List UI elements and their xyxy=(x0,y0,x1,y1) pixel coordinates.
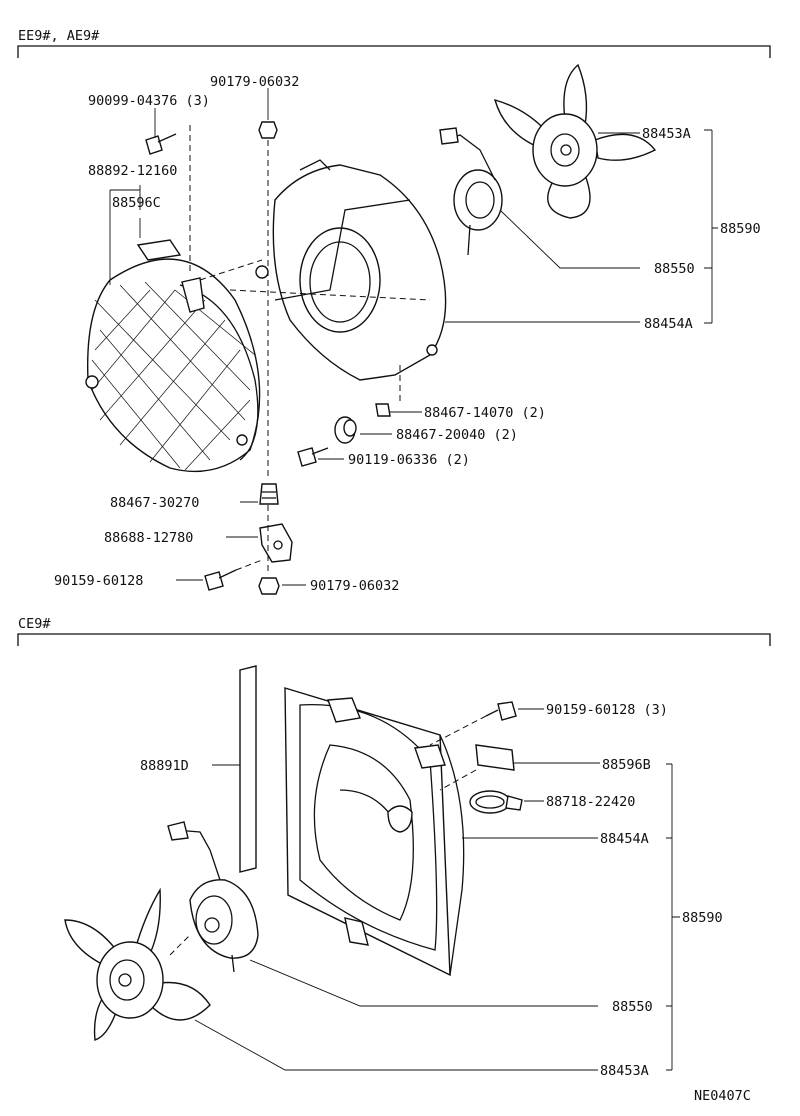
nut-90179-top-drawing xyxy=(258,121,278,139)
seal-strip-drawing xyxy=(239,665,257,873)
label-88454a-bottom: 88454A xyxy=(600,831,649,847)
label-88596c: 88596C xyxy=(112,195,161,211)
bolt-90099-drawing xyxy=(145,133,177,155)
leader-lines-bottom xyxy=(194,708,680,1071)
clamp-drawing xyxy=(469,790,523,814)
label-88467-30270: 88467-30270 xyxy=(110,495,199,511)
label-88453a-top: 88453A xyxy=(642,126,691,142)
label-88453a-bottom: 88453A xyxy=(600,1063,649,1079)
label-88892-12160: 88892-12160 xyxy=(88,163,177,179)
nut-90179-bottom-drawing xyxy=(258,577,280,595)
label-90179-06032-bottom: 90179-06032 xyxy=(310,578,399,594)
label-88550-top: 88550 xyxy=(654,261,695,277)
section-title-bottom: CE9# xyxy=(18,616,51,632)
motor-top-drawing xyxy=(439,127,503,256)
label-88891d: 88891D xyxy=(140,758,189,774)
section-title-top: EE9#, AE9# xyxy=(18,28,100,44)
label-90119-06336: 90119-06336 (2) xyxy=(348,452,470,468)
assembly-lines-bottom xyxy=(169,715,487,956)
label-88467-20040: 88467-20040 (2) xyxy=(396,427,518,443)
label-88550-bottom: 88550 xyxy=(612,999,653,1015)
section-bracket-top xyxy=(17,45,771,58)
label-90159-60128-bottom: 90159-60128 (3) xyxy=(546,702,668,718)
fan-guard-drawing xyxy=(85,258,261,473)
section-bracket-bottom xyxy=(17,633,771,646)
leader-lines-top xyxy=(109,88,718,586)
label-88467-14070: 88467-14070 (2) xyxy=(424,405,546,421)
decal-88596b-drawing xyxy=(475,744,515,771)
decal-88596c-drawing xyxy=(136,239,182,261)
bolt-88467-14070-drawing xyxy=(375,403,391,417)
assembly-lines-top xyxy=(189,125,431,575)
shroud-bottom-drawing xyxy=(284,687,465,977)
bolt-90159-top-drawing xyxy=(204,569,237,591)
label-88590-bottom: 88590 xyxy=(682,910,723,926)
fan-top-drawing xyxy=(493,63,657,219)
bracket-88688-drawing xyxy=(259,523,293,563)
label-90099-04376: 90099-04376 (3) xyxy=(88,93,210,109)
label-88718-22420: 88718-22420 xyxy=(546,794,635,810)
grommet-88467-20040-drawing xyxy=(334,416,357,444)
bolt-90159-bottom-drawing xyxy=(485,701,517,721)
diagram-code: NE0407C xyxy=(694,1088,751,1104)
label-88596b: 88596B xyxy=(602,757,651,773)
label-88590-top: 88590 xyxy=(720,221,761,237)
label-90159-60128-top: 90159-60128 xyxy=(54,573,143,589)
fan-bottom-drawing xyxy=(64,887,211,1041)
label-90179-06032-top: 90179-06032 xyxy=(210,74,299,90)
grommet-88467-30270-drawing xyxy=(259,483,279,505)
motor-bottom-drawing xyxy=(167,821,259,973)
bolt-90119-drawing xyxy=(297,447,329,467)
shroud-top-drawing xyxy=(255,159,447,381)
label-88688-12780: 88688-12780 xyxy=(104,530,193,546)
label-88454a-top: 88454A xyxy=(644,316,693,332)
